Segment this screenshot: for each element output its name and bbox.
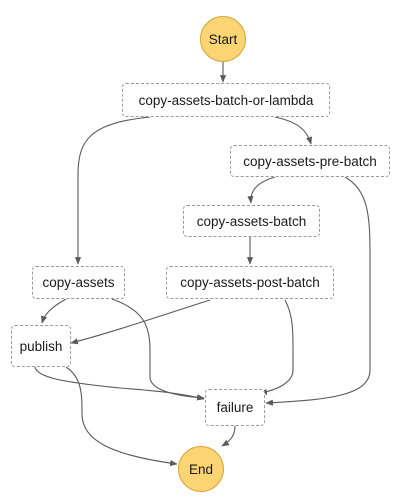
state-label: copy-assets-batch-or-lambda [138,92,314,108]
edge-post-batch-to-publish [70,299,211,345]
edge-batch-or-lambda-to-pre-batch [274,116,313,145]
state-label: copy-assets-batch [196,213,307,229]
state-copy-assets[interactable]: copy-assets [32,266,125,299]
state-copy-assets-batch[interactable]: copy-assets-batch [183,205,320,237]
state-copy-assets-pre-batch[interactable]: copy-assets-pre-batch [230,145,390,177]
end-label: End [188,461,214,477]
edge-batch-or-lambda-to-copy-assets [74,116,151,265]
state-failure[interactable]: failure [205,389,265,426]
end-node[interactable]: End [178,446,224,492]
state-label: failure [216,400,254,415]
edge-copy-assets-to-publish [41,298,67,324]
start-label: Start [208,31,238,47]
state-label: copy-assets-pre-batch [243,153,377,169]
state-label: copy-assets [42,275,115,290]
edge-pre-batch-to-batch [247,176,276,204]
state-label: publish [19,338,63,354]
state-publish[interactable]: publish [11,325,71,367]
edge-publish-to-end [65,366,178,467]
edge-failure-to-end [221,425,236,447]
start-node[interactable]: Start [200,16,246,62]
state-copy-assets-post-batch[interactable]: copy-assets-post-batch [166,266,334,299]
state-copy-assets-batch-or-lambda[interactable]: copy-assets-batch-or-lambda [122,83,330,117]
edge-pre-batch-to-failure [265,176,371,406]
edge-post-batch-to-failure [259,299,294,395]
edge-publish-to-failure [34,366,205,401]
edge-copy-assets-to-failure [111,298,205,401]
state-label: copy-assets-post-batch [180,275,320,290]
